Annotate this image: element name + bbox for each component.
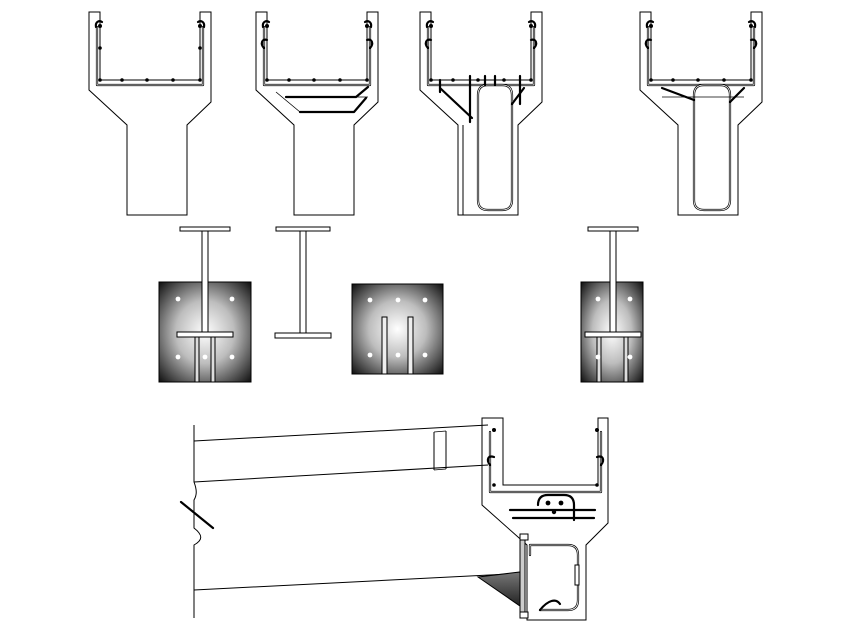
steel-i-beam xyxy=(274,226,332,339)
pier-cap-section-3 xyxy=(419,11,543,216)
concrete-block xyxy=(351,283,444,375)
elevation-assembly xyxy=(179,417,609,621)
pier-cap-section-2 xyxy=(255,11,379,216)
steel-anchor-block-2 xyxy=(580,226,644,383)
pier-cap-section-4 xyxy=(639,11,763,216)
pier-cap-section-1 xyxy=(88,11,212,216)
steel-anchor-block-1 xyxy=(158,226,252,383)
